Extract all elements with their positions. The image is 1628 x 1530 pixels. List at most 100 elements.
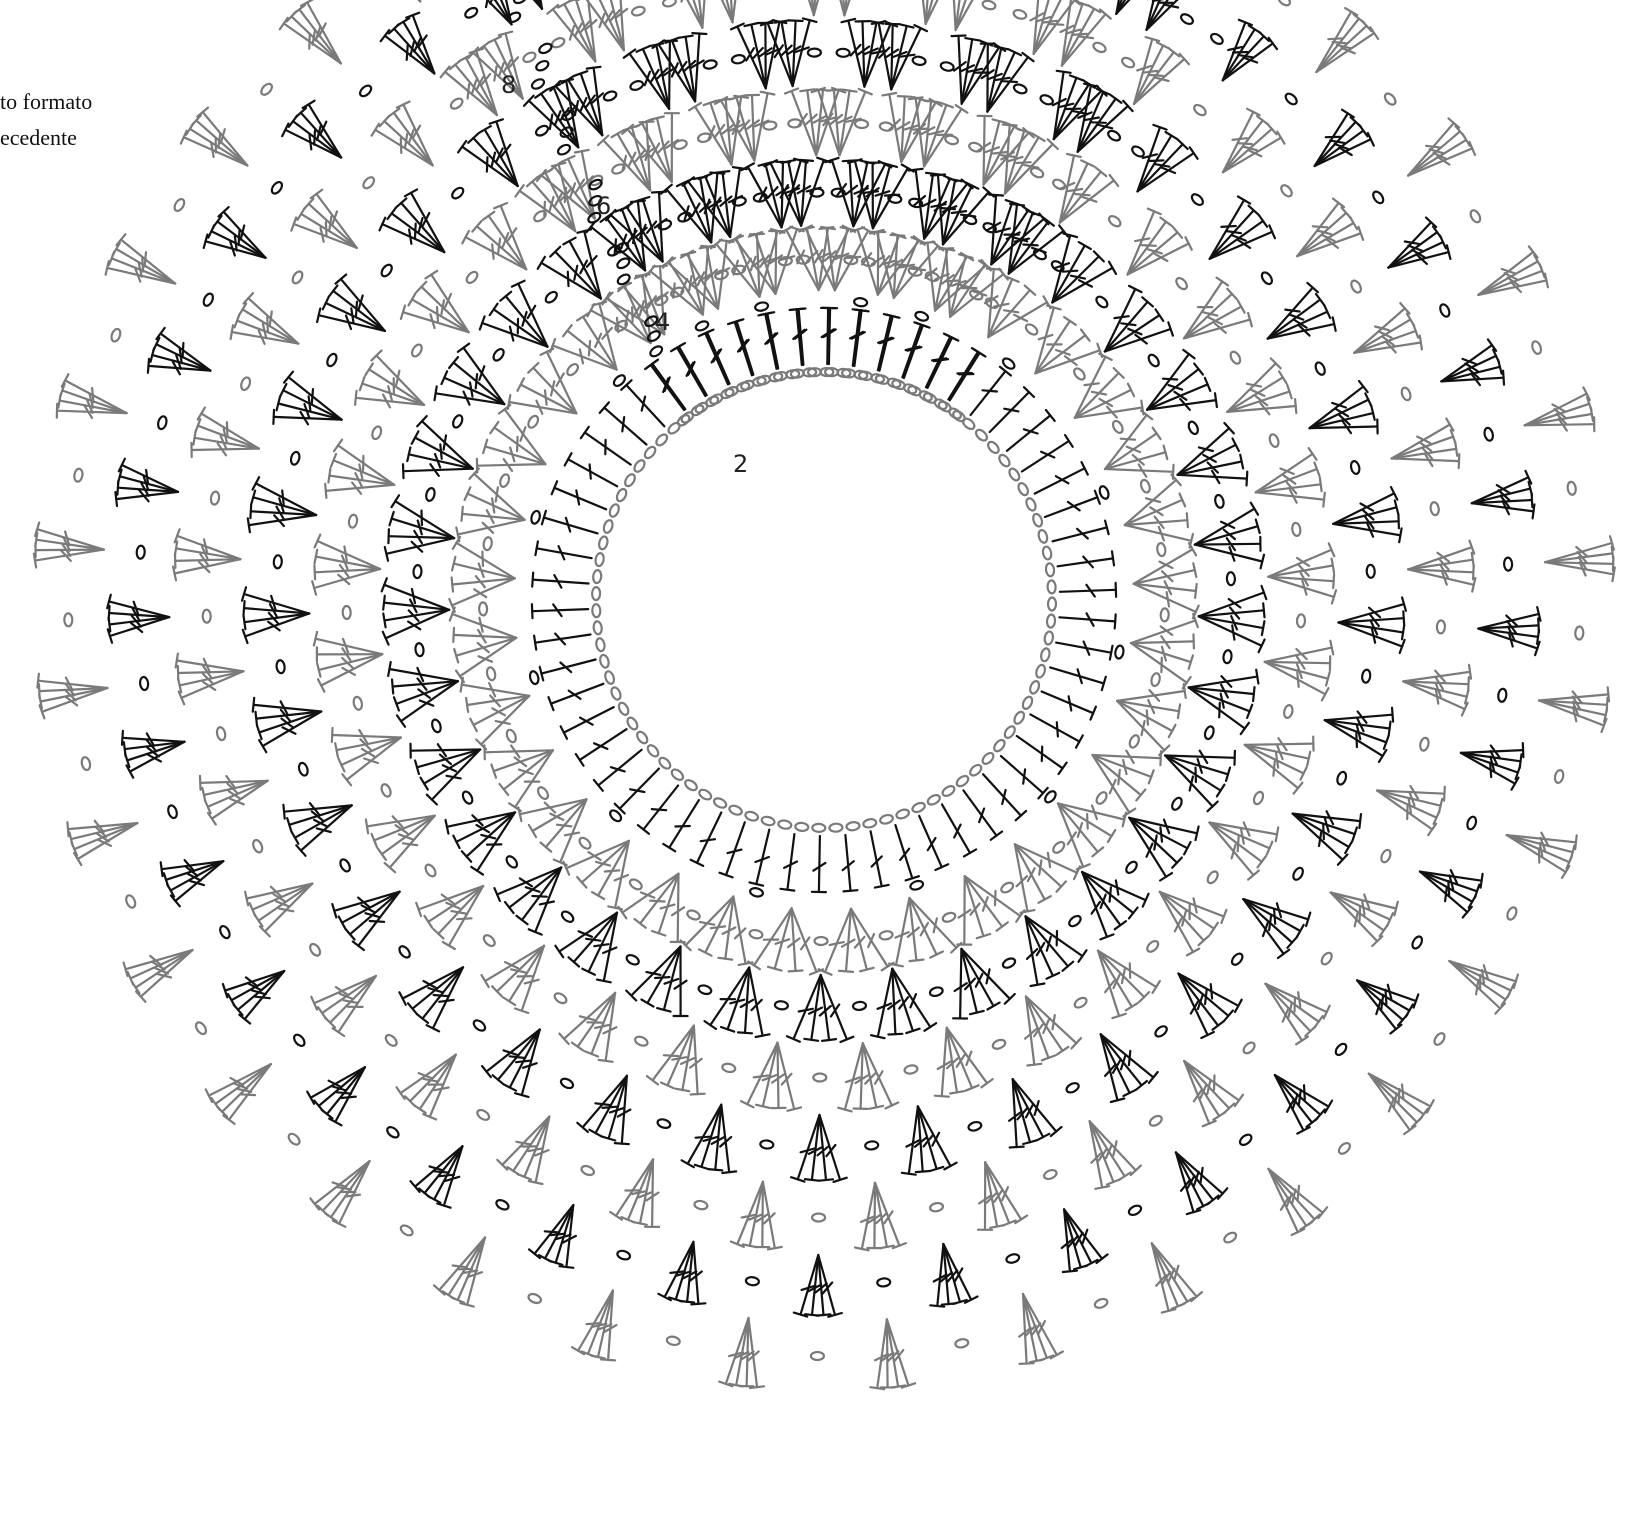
double-crochet-icon — [476, 696, 529, 750]
chain-icon — [358, 84, 373, 99]
chain-icon — [1229, 350, 1242, 365]
double-crochet-icon — [1269, 1169, 1328, 1218]
chain-icon — [479, 602, 487, 615]
double-crochet-icon — [1316, 21, 1371, 72]
double-crochet-icon — [405, 1055, 456, 1107]
double-crochet-icon — [529, 1205, 573, 1258]
double-crochet-icon — [534, 634, 590, 650]
chain-icon — [1051, 840, 1066, 855]
double-crochet-icon — [1403, 681, 1467, 715]
double-crochet-icon — [957, 876, 971, 944]
chain-icon — [1150, 672, 1161, 687]
chain-icon — [532, 209, 547, 223]
double-crochet-icon — [1189, 670, 1259, 688]
double-crochet-icon — [699, 330, 728, 384]
chain-icon — [997, 453, 1011, 468]
chain-icon — [1047, 580, 1056, 593]
double-crochet-icon — [741, 1043, 778, 1108]
chain-icon — [136, 545, 145, 559]
double-crochet-icon — [663, 800, 699, 851]
double-crochet-icon — [392, 495, 455, 538]
chain-icon — [1383, 92, 1398, 107]
double-crochet-icon — [1165, 756, 1224, 797]
double-crochet-icon — [844, 0, 872, 15]
double-crochet-icon — [1184, 1061, 1216, 1126]
chain-icon — [836, 49, 849, 57]
double-crochet-icon — [1275, 1075, 1318, 1127]
double-crochet-icon — [950, 349, 986, 400]
chain-icon — [1252, 790, 1265, 805]
double-crochet-icon — [423, 1055, 456, 1120]
chain-icon — [1554, 769, 1565, 784]
chain-icon — [1349, 279, 1362, 294]
double-crochet-icon — [983, 774, 1026, 820]
chain-icon — [499, 473, 511, 488]
double-crochet-icon — [401, 306, 469, 333]
double-crochet-icon — [942, 804, 976, 856]
double-crochet-icon — [961, 949, 999, 1010]
double-crochet-icon — [1420, 872, 1476, 908]
chain-icon — [450, 186, 465, 201]
chain-icon — [560, 910, 575, 924]
double-crochet-icon — [389, 24, 435, 74]
chain-icon — [968, 141, 983, 153]
chain-icon — [157, 415, 168, 430]
chain-icon — [424, 863, 438, 878]
double-crochet-icon — [1052, 242, 1091, 302]
double-crochet-icon — [1331, 893, 1393, 926]
double-crochet-icon — [1138, 147, 1198, 191]
chain-icon — [1025, 497, 1038, 512]
double-crochet-icon — [515, 946, 544, 1013]
chain-icon — [1320, 951, 1334, 966]
double-crochet-icon — [821, 308, 835, 364]
double-crochet-icon — [197, 108, 247, 166]
chain-icon — [1350, 460, 1361, 475]
double-crochet-icon — [1265, 662, 1329, 701]
chain-icon — [64, 613, 72, 626]
chain-icon — [911, 801, 926, 814]
double-crochet-icon — [838, 1043, 863, 1111]
chain-icon — [825, 368, 838, 376]
chain-icon — [1145, 939, 1160, 954]
double-crochet-icon — [921, 242, 937, 311]
chain-icon — [929, 1202, 943, 1212]
double-crochet-icon — [947, 1028, 993, 1088]
double-crochet-icon — [329, 1067, 365, 1125]
double-crochet-icon — [322, 1067, 365, 1118]
double-crochet-icon — [1128, 209, 1161, 275]
chain-icon — [1187, 420, 1200, 435]
double-crochet-icon — [1333, 524, 1401, 543]
chain-icon — [1575, 626, 1584, 639]
chain-icon — [904, 1064, 918, 1074]
double-crochet-icon — [1117, 700, 1180, 718]
double-crochet-icon — [260, 884, 312, 937]
double-crochet-icon — [750, 830, 770, 886]
double-crochet-icon — [1105, 411, 1152, 469]
double-crochet-icon — [466, 696, 529, 712]
double-crochet-icon — [1525, 397, 1592, 425]
double-crochet-icon — [1316, 14, 1364, 72]
double-crochet-icon — [1331, 893, 1383, 947]
chain-icon — [399, 1223, 414, 1237]
double-crochet-icon — [1478, 629, 1539, 656]
double-crochet-icon — [365, 0, 421, 1]
chain-icon — [863, 818, 877, 828]
double-crochet-icon — [1129, 818, 1190, 855]
double-crochet-icon — [705, 968, 750, 1030]
chain-icon — [694, 1200, 708, 1210]
double-crochet-icon — [787, 0, 814, 15]
double-crochet-icon — [205, 781, 268, 813]
double-crochet-icon — [1035, 317, 1075, 373]
chain-icon — [854, 297, 868, 307]
chain-icon — [1012, 9, 1027, 21]
chain-icon — [483, 537, 493, 551]
chain-icon — [1179, 12, 1194, 26]
chain-icon — [1040, 648, 1051, 663]
chain-icon — [1209, 32, 1224, 46]
double-crochet-icon — [74, 823, 137, 865]
chain-icon — [139, 677, 149, 691]
chain-icon — [731, 54, 745, 64]
double-crochet-icon — [691, 813, 722, 866]
chain-icon — [595, 552, 605, 566]
chain-icon — [811, 1352, 824, 1360]
